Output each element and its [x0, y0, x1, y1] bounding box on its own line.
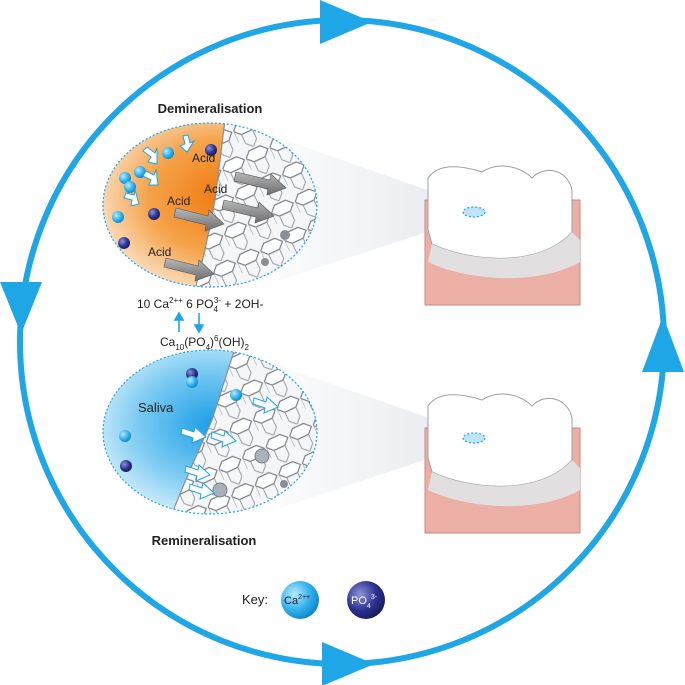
demineralisation-magnified-view: Acid Acid Acid Acid [102, 122, 318, 288]
key-label: Key: [242, 592, 268, 607]
magnify-beam-top [262, 132, 470, 280]
calcium-ion-icon [119, 172, 131, 184]
equation: 10 Ca2++ 6 PO43- + 2OH- Ca10(PO4)6(OH)2 [137, 296, 263, 352]
demineralisation-heading: Demineralisation [158, 101, 263, 116]
calcium-ion-icon [186, 376, 198, 388]
phosphate-ion-icon [120, 460, 132, 472]
phosphate-ion-icon [205, 144, 217, 156]
calcium-ion-icon [281, 581, 319, 619]
phosphate-ion-icon [347, 581, 385, 619]
phosphate-ion-icon [148, 208, 160, 220]
acid-arrow-icon [221, 199, 275, 224]
lesion-spot-top [462, 206, 486, 218]
outflow-arrow-icon [123, 189, 140, 207]
calcium-ion-icon [119, 430, 131, 442]
remineralisation-heading: Remineralisation [152, 533, 257, 548]
calcium-ion-icon [134, 166, 146, 178]
acid-arrow-icon [163, 257, 215, 282]
acid-label: Acid [204, 182, 227, 196]
acid-label: Acid [192, 151, 215, 165]
outflow-arrow-icon [142, 168, 159, 186]
magnify-beam-bottom [262, 360, 470, 508]
acid-arrow-icon [233, 171, 287, 196]
calcium-ion-icon [162, 147, 174, 159]
inflow-arrow-icon [252, 396, 279, 414]
key-legend: Key: Ca2++ PO43- [242, 581, 385, 619]
equation-bottom: Ca10(PO4)6(OH)2 [160, 334, 250, 352]
inflow-arrow-icon [188, 482, 215, 500]
inflow-arrow-icon [210, 430, 237, 448]
tooth-icon [424, 393, 581, 534]
acid-arrow-icon [173, 207, 225, 232]
key-calcium-label: Ca2++ [284, 594, 310, 607]
calcium-ion-icon [124, 181, 136, 193]
key-phosphate-label: PO43- [351, 594, 378, 610]
inflow-arrow-icon [180, 426, 207, 444]
acid-label: Acid [167, 194, 190, 208]
tooth-icon [424, 165, 581, 306]
remineralisation-magnified-view: Saliva [102, 349, 318, 515]
cycle-arrowhead-left [0, 282, 42, 334]
cycle-arrowhead-right [642, 316, 684, 372]
cycle-arrowhead-top [320, 0, 372, 44]
calcium-ion-icon [112, 211, 124, 223]
outflow-arrow-icon [179, 134, 196, 153]
inflow-arrow-icon [184, 464, 211, 482]
calcium-ion-icon [230, 389, 242, 401]
cycle-arrowhead-bottom [322, 642, 374, 685]
phosphate-ion-icon [118, 237, 130, 249]
lesion-spot-bottom [462, 432, 486, 444]
acid-label: Acid [148, 245, 171, 259]
saliva-label: Saliva [138, 400, 174, 415]
outflow-arrow-icon [142, 146, 158, 165]
equation-top: 10 Ca2++ 6 PO43- + 2OH- [137, 296, 263, 314]
